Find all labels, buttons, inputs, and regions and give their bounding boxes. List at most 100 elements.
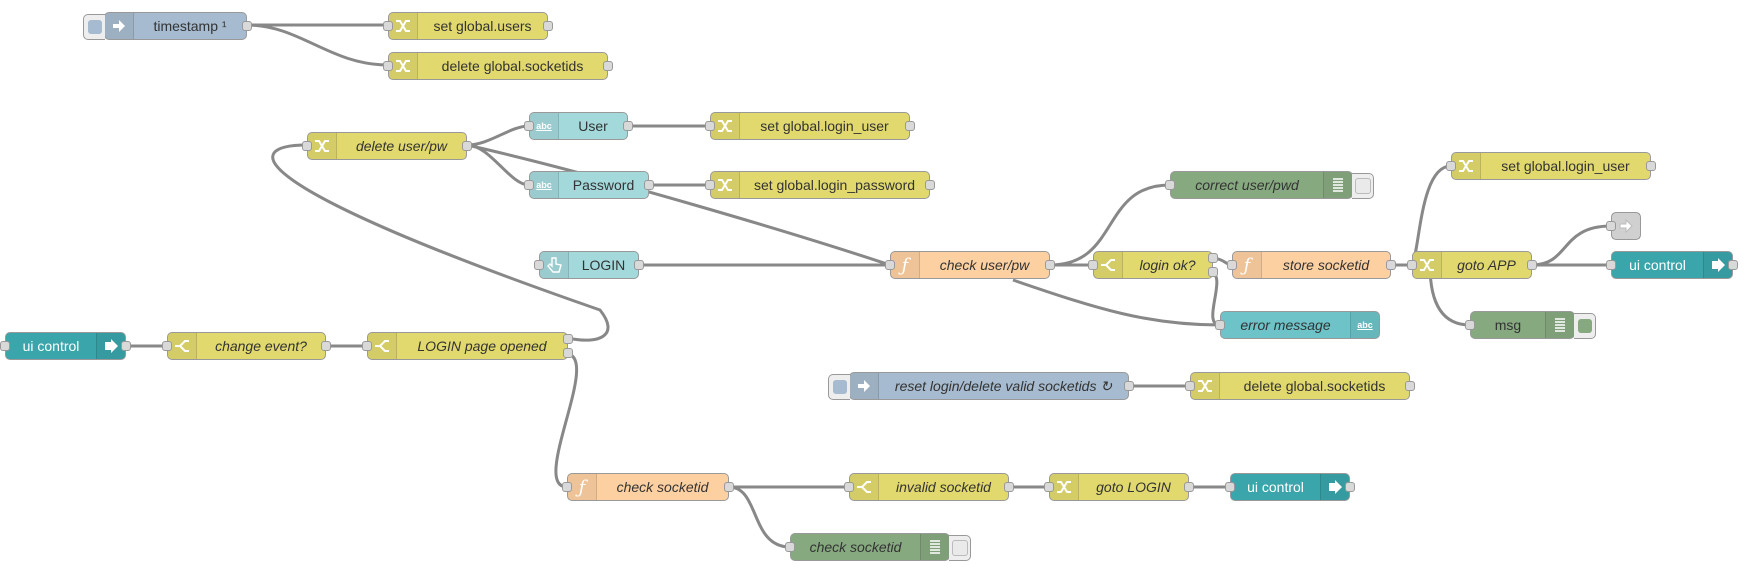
input-port[interactable]	[524, 180, 534, 190]
debug-node-msg[interactable]: msg	[1465, 311, 1596, 339]
output-port[interactable]	[905, 121, 915, 131]
input-port[interactable]	[383, 61, 393, 71]
ui-arrow-icon	[1703, 252, 1732, 278]
change-node-set-global-login-user[interactable]: set global.login_user	[705, 112, 915, 140]
input-port[interactable]	[302, 141, 312, 151]
change-node-set-global-users[interactable]: set global.users	[383, 12, 553, 40]
function-node-check-user-pw[interactable]: ƒ check user/pw	[885, 251, 1055, 279]
input-port[interactable]	[0, 341, 10, 351]
input-port[interactable]	[785, 542, 795, 552]
output-port[interactable]	[644, 180, 654, 190]
debug-node-correct-user-pwd[interactable]: correct user/pwd	[1165, 171, 1374, 199]
ui-button-node-login[interactable]: LOGIN	[534, 251, 644, 279]
inject-node-timestamp[interactable]: timestamp ¹	[83, 12, 252, 40]
ui-control-node-app[interactable]: ui control	[1606, 251, 1738, 279]
change-shuffle-icon	[389, 13, 418, 39]
input-port[interactable]	[705, 180, 715, 190]
output-port[interactable]	[1405, 381, 1415, 391]
output-port[interactable]	[462, 141, 472, 151]
ui-arrow-icon	[96, 333, 125, 359]
inject-node-reset-login[interactable]: reset login/delete valid socketids ↻	[828, 372, 1134, 400]
input-port[interactable]	[383, 21, 393, 31]
input-port[interactable]	[705, 121, 715, 131]
input-port[interactable]	[362, 341, 372, 351]
input-port[interactable]	[844, 482, 854, 492]
output-port-1[interactable]	[563, 334, 573, 344]
change-node-set-global-login-user-2[interactable]: set global.login_user	[1446, 152, 1656, 180]
change-node-goto-login[interactable]: goto LOGIN	[1044, 473, 1194, 501]
input-port[interactable]	[1185, 381, 1195, 391]
input-port[interactable]	[1465, 320, 1475, 330]
input-port[interactable]	[1606, 260, 1616, 270]
text-input-node-user[interactable]: abc User	[524, 112, 633, 140]
output-port[interactable]	[925, 180, 935, 190]
inject-trigger-button[interactable]	[83, 14, 105, 40]
change-node-delete-global-socketids-2[interactable]: delete global.socketids	[1185, 372, 1415, 400]
output-port[interactable]	[1004, 482, 1014, 492]
output-port-2[interactable]	[563, 348, 573, 358]
output-port[interactable]	[321, 341, 331, 351]
output-port[interactable]	[603, 61, 613, 71]
debug-toggle-button[interactable]	[949, 535, 971, 561]
output-port[interactable]	[1527, 260, 1537, 270]
node-label: check socketid	[809, 539, 902, 555]
text-input-node-password[interactable]: abc Password	[524, 171, 654, 199]
output-port[interactable]	[1184, 482, 1194, 492]
inject-trigger-button[interactable]	[828, 374, 850, 400]
switch-node-invalid-socketid[interactable]: invalid socketid	[844, 473, 1014, 501]
input-port[interactable]	[162, 341, 172, 351]
ui-control-node-login[interactable]: ui control	[1225, 473, 1355, 501]
output-port[interactable]	[634, 260, 644, 270]
output-port[interactable]	[1728, 260, 1738, 270]
input-port[interactable]	[562, 482, 572, 492]
input-port[interactable]	[1044, 482, 1054, 492]
output-port[interactable]	[121, 341, 131, 351]
input-port[interactable]	[524, 121, 534, 131]
output-port[interactable]	[1045, 260, 1055, 270]
debug-list-icon	[1545, 312, 1574, 338]
output-port[interactable]	[724, 482, 734, 492]
output-port-2[interactable]	[1208, 267, 1218, 277]
input-port[interactable]	[1606, 221, 1616, 231]
node-label: login ok?	[1139, 257, 1196, 273]
change-shuffle-icon	[1050, 474, 1079, 500]
debug-toggle-button[interactable]	[1574, 313, 1596, 339]
input-port[interactable]	[1225, 482, 1235, 492]
ui-text-node-error-message[interactable]: error message abc	[1215, 311, 1380, 339]
node-label: reset login/delete valid socketids ↻	[894, 377, 1113, 394]
change-node-delete-global-socketids[interactable]: delete global.socketids	[383, 52, 613, 80]
input-port[interactable]	[1165, 180, 1175, 190]
input-port[interactable]	[1446, 161, 1456, 171]
node-label: goto APP	[1457, 257, 1516, 273]
switch-node-login-ok[interactable]: login ok?	[1088, 251, 1218, 279]
input-port[interactable]	[1407, 260, 1417, 270]
debug-node-check-socketid[interactable]: check socketid	[785, 533, 971, 561]
input-port[interactable]	[534, 260, 544, 270]
switch-node-login-page-opened[interactable]: LOGIN page opened	[362, 332, 573, 360]
output-port[interactable]	[1345, 482, 1355, 492]
change-node-delete-user-pw[interactable]: delete user/pw	[302, 132, 472, 160]
output-port[interactable]	[242, 21, 252, 31]
output-port[interactable]	[623, 121, 633, 131]
node-label: set global.login_password	[753, 177, 916, 193]
input-port[interactable]	[1088, 260, 1098, 270]
function-node-store-socketid[interactable]: ƒ store socketid	[1227, 251, 1396, 279]
output-port[interactable]	[1646, 161, 1656, 171]
output-port[interactable]	[543, 21, 553, 31]
change-shuffle-icon	[1191, 373, 1220, 399]
output-port[interactable]	[1386, 260, 1396, 270]
pointer-hand-icon	[540, 252, 569, 278]
debug-toggle-button[interactable]	[1352, 173, 1374, 199]
change-node-goto-app[interactable]: goto APP	[1407, 251, 1537, 279]
change-node-set-global-login-password[interactable]: set global.login_password	[705, 171, 935, 199]
input-port[interactable]	[1227, 260, 1237, 270]
output-port[interactable]	[1124, 381, 1134, 391]
input-port[interactable]	[885, 260, 895, 270]
input-port[interactable]	[1215, 320, 1225, 330]
ui-control-node-start[interactable]: ui control	[0, 332, 131, 360]
output-port-1[interactable]	[1208, 253, 1218, 263]
link-out-node[interactable]	[1606, 212, 1641, 240]
function-node-check-socketid[interactable]: ƒ check socketid	[562, 473, 734, 501]
switch-node-change-event[interactable]: change event?	[162, 332, 331, 360]
node-label: LOGIN	[581, 257, 626, 273]
